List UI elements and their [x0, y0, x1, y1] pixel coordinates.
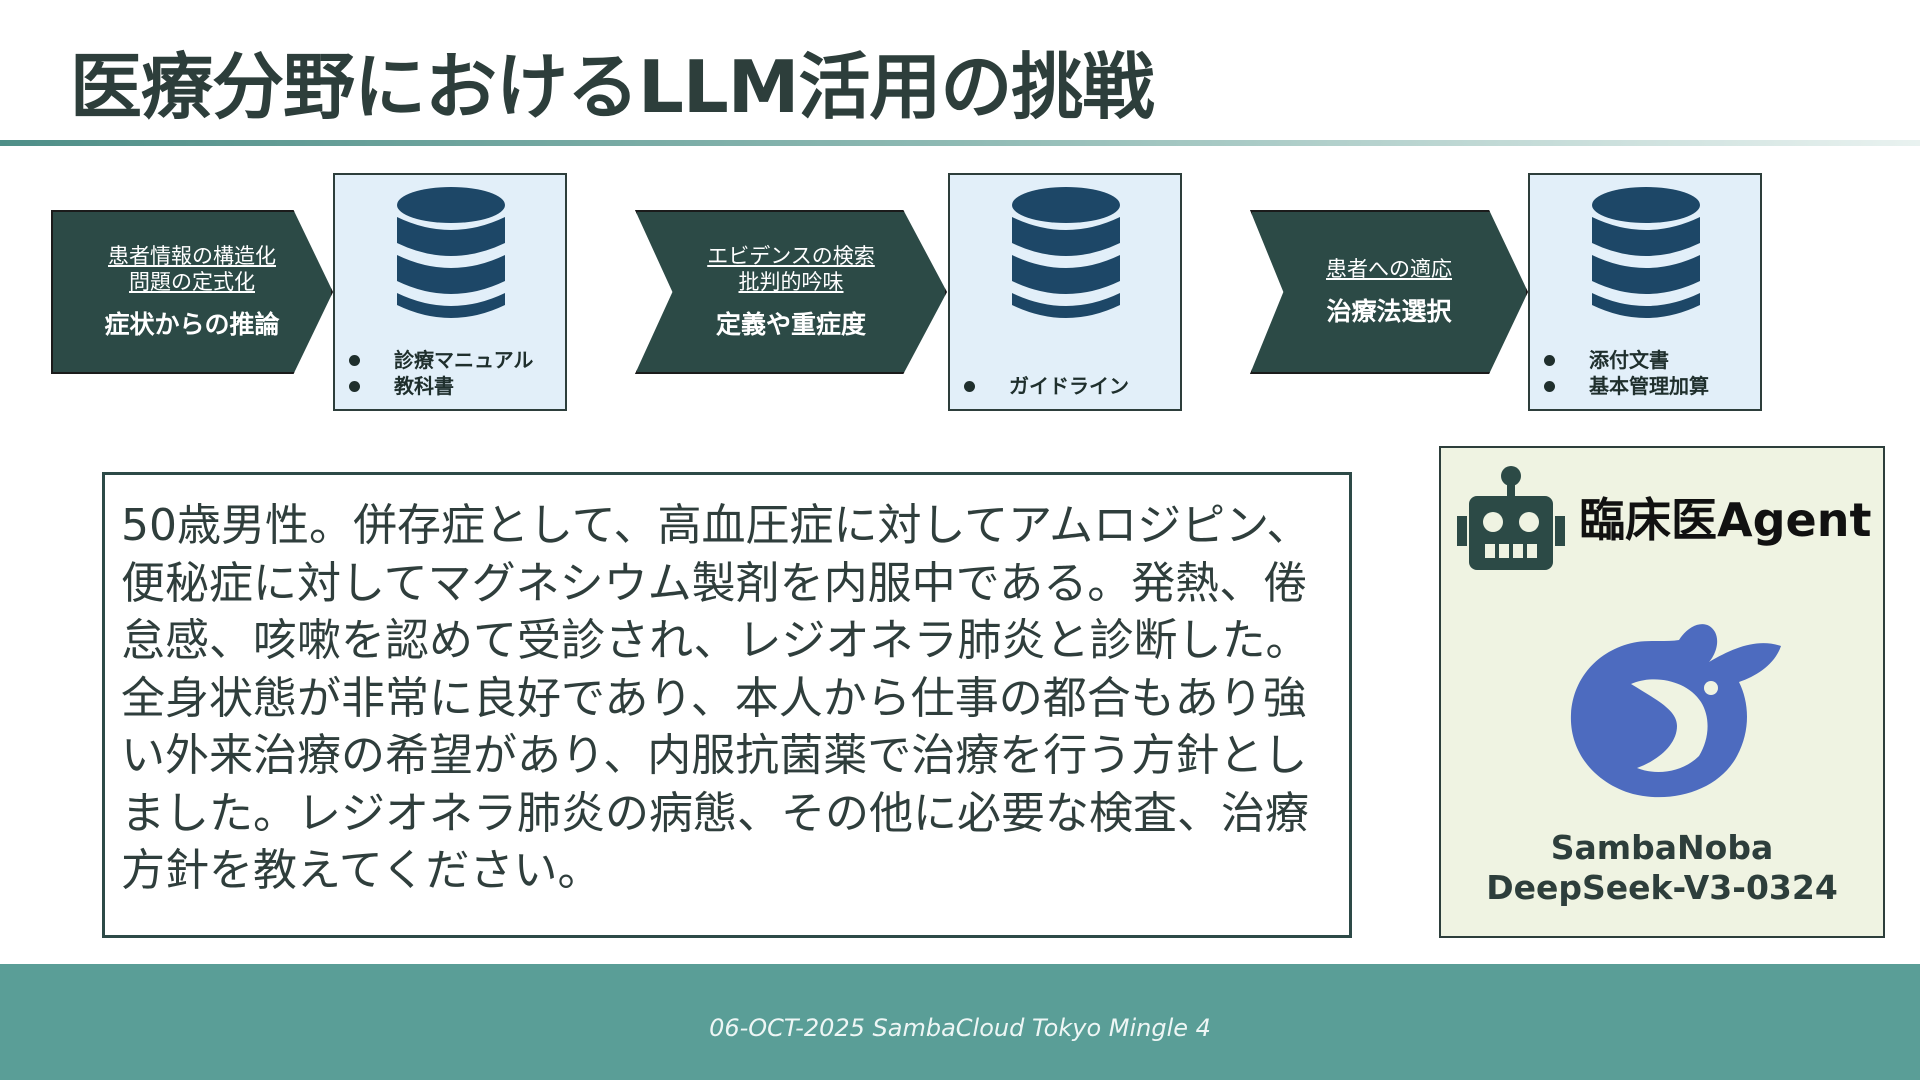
title-divider [0, 140, 1920, 146]
model-provider: SambaNoba [1550, 828, 1774, 867]
agent-title: 臨床医Agent [1579, 493, 1872, 547]
footer-bar [0, 964, 1920, 1080]
process-step-3: 患者への適応 治療法選択 [1250, 210, 1528, 374]
footer-text: 06-OCT-2025 SambaCloud Tokyo Mingle 4 [709, 1014, 1211, 1042]
list-item: 診療マニュアル [349, 347, 533, 373]
database-icon [1592, 187, 1700, 318]
resource-box-1: 診療マニュアル 教科書 [333, 173, 567, 411]
robot-icon [1457, 466, 1565, 570]
step-3-sub-1: 患者への適応 [1326, 257, 1452, 281]
resource-box-2: ガイドライン [948, 173, 1182, 411]
step-2-main: 定義や重症度 [715, 310, 866, 339]
step-2-sub-2: 批判的吟味 [738, 270, 844, 294]
agent-card: 臨床医Agent SambaNoba DeepSeek-V3-0324 [1439, 446, 1885, 938]
step-1-main: 症状からの推論 [104, 310, 280, 339]
database-icon [1012, 187, 1120, 318]
step-2-sub-1: エビデンスの検索 [707, 244, 875, 268]
list-item: ガイドライン [964, 373, 1129, 399]
step-1-sub-2: 問題の定式化 [129, 270, 255, 294]
database-icon [397, 187, 505, 318]
question-text: 50歳男性。併存症として、高血圧症に対してアムロジピン、便秘症に対してマグネシウ… [121, 500, 1311, 896]
process-step-1: 患者情報の構造化 問題の定式化 症状からの推論 [51, 210, 333, 374]
list-item: 添付文書 [1544, 347, 1709, 373]
agent-model: SambaNoba DeepSeek-V3-0324 [1441, 828, 1883, 908]
whale-logo-icon [1570, 624, 1781, 798]
step-1-sub-1: 患者情報の構造化 [108, 244, 276, 268]
resource-list-2: ガイドライン [964, 373, 1129, 399]
list-item: 基本管理加算 [1544, 373, 1709, 399]
resource-box-3: 添付文書 基本管理加算 [1528, 173, 1762, 411]
page-title: 医療分野におけるLLM活用の挑戦 [70, 45, 1154, 129]
model-name: DeepSeek-V3-0324 [1486, 868, 1838, 907]
resource-list-1: 診療マニュアル 教科書 [349, 347, 533, 399]
step-3-main: 治療法選択 [1326, 297, 1452, 326]
list-item: 教科書 [349, 373, 533, 399]
resource-list-3: 添付文書 基本管理加算 [1544, 347, 1709, 399]
process-step-2: エビデンスの検索 批判的吟味 定義や重症度 [635, 210, 947, 374]
question-box: 50歳男性。併存症として、高血圧症に対してアムロジピン、便秘症に対してマグネシウ… [102, 472, 1352, 938]
